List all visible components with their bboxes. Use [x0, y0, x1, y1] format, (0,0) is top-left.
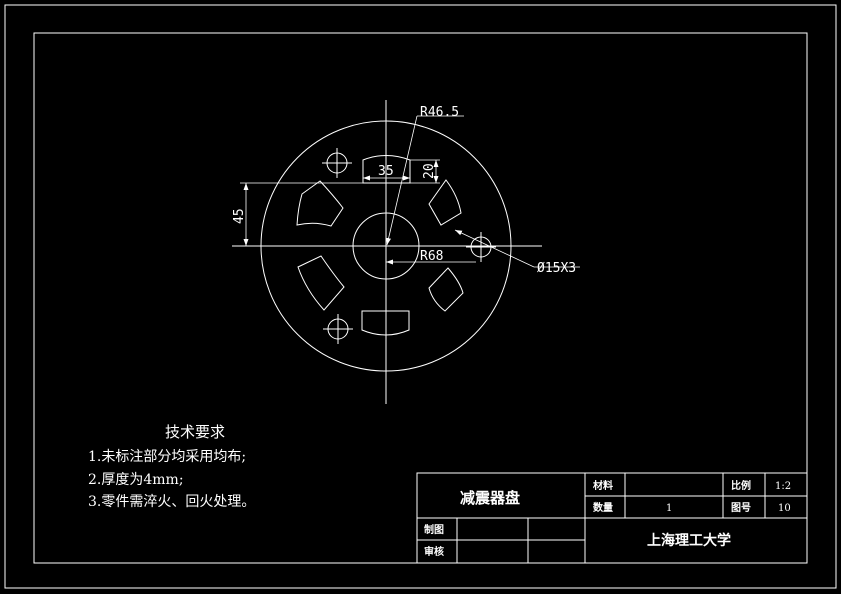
dim-20: 20: [422, 163, 437, 179]
part-name: 减震器盘: [460, 489, 520, 507]
note-item: 3.零件需淬火、回火处理。: [88, 494, 255, 510]
slot-lower-left: [297, 255, 345, 311]
dimension-lines: [240, 115, 580, 268]
dim-holes: Ø15X3: [537, 261, 576, 276]
slot-upper-right: [428, 179, 462, 226]
drawn-label: 制图: [424, 523, 444, 536]
drawing-no-label: 图号: [731, 502, 751, 514]
scale-value: 1:2: [775, 481, 791, 492]
small-hole-top-left: [322, 148, 352, 178]
quantity-label: 数量: [593, 501, 613, 514]
dim-r46: R46.5: [420, 105, 459, 120]
center-hole: [352, 212, 420, 280]
slot-upper-left: [296, 180, 344, 227]
material-label: 材料: [593, 479, 613, 492]
scale-label: 比例: [731, 479, 751, 492]
small-hole-bottom-left: [323, 314, 353, 344]
checked-label: 审核: [424, 545, 444, 558]
dim-45: 45: [232, 208, 247, 224]
part-view: R46.5 35 20 45 R68 Ø15X3: [232, 100, 580, 404]
school-name: 上海理工大学: [647, 532, 731, 549]
notes-heading: 技术要求: [165, 423, 225, 441]
note-item: 2.厚度为4mm;: [88, 472, 184, 488]
dim-r68: R68: [420, 249, 443, 264]
technical-notes: 技术要求 1.未标注部分均采用均布; 2.厚度为4mm; 3.零件需淬火、回火处…: [88, 423, 255, 510]
dim-35: 35: [378, 164, 394, 179]
drawing-no-value: 10: [778, 503, 791, 514]
quantity-value: 1: [666, 503, 672, 514]
note-item: 1.未标注部分均采用均布;: [88, 449, 246, 465]
title-block: 减震器盘 材料 数量 1 比例 1:2 图号 10 制图 审核 上海理工大学: [416, 472, 808, 564]
slot-bottom: [361, 310, 410, 336]
sheet-border: [4, 4, 837, 589]
slot-lower-right: [428, 267, 464, 312]
slot-top: [362, 155, 411, 184]
